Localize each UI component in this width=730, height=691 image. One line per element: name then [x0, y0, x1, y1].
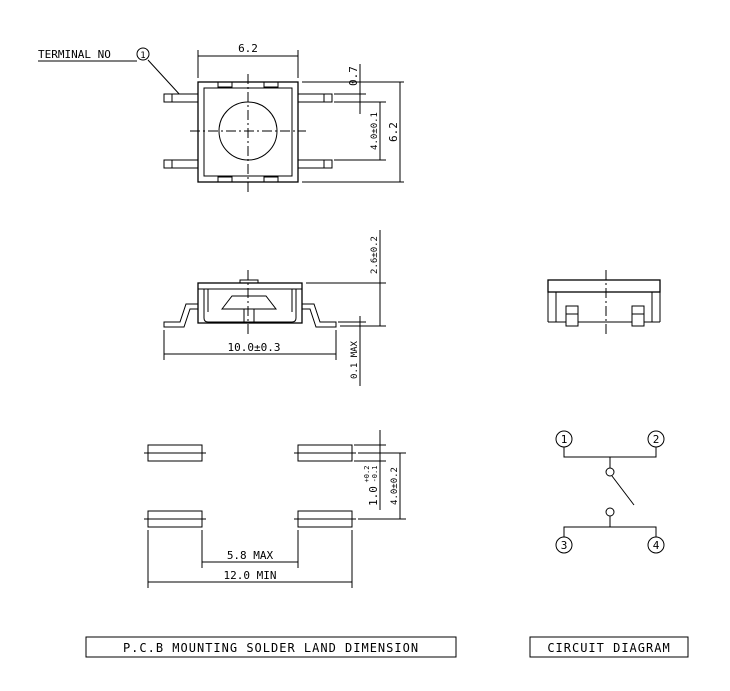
- body-notch: [263, 81, 279, 88]
- terminal-leader-line: [147, 59, 182, 97]
- side-view: 2.6±0.2 0.1 MAX 10.0±0.3: [163, 230, 386, 386]
- pad-outer-dim: 12.0 MIN: [224, 569, 277, 582]
- pin-top-left: [163, 93, 199, 103]
- end-view-pin-left: [565, 305, 579, 327]
- pin-bottom-right: [297, 159, 333, 169]
- end-view: [547, 270, 661, 334]
- terminal-number: 1: [140, 51, 145, 61]
- circuit-caption: CIRCUIT DIAGRAM: [547, 641, 670, 655]
- end-view-pin-right: [631, 305, 645, 327]
- top-width-dim: 6.2: [238, 42, 258, 55]
- circuit-switch-arm: [611, 475, 635, 506]
- body-notch: [217, 81, 233, 88]
- pad-width-dim: 1.0: [367, 486, 380, 506]
- side-stem: [243, 308, 255, 324]
- circuit-bottom-contact: [605, 507, 615, 517]
- top-pitch-dim: 4.0±0.1: [370, 112, 380, 150]
- circuit-top-bus: [563, 447, 657, 458]
- terminal-number-circle: [136, 47, 150, 61]
- circuit-pin2: 2: [653, 433, 660, 446]
- circuit-bottom-bus: [563, 526, 657, 537]
- top-pin-width-dim: 0.7: [347, 66, 360, 86]
- side-dome: [220, 295, 278, 310]
- circuit-top-contact: [605, 467, 615, 477]
- land-caption-box: [85, 636, 457, 658]
- terminal-label: TERMINAL NO: [38, 48, 111, 61]
- circuit-caption-box: [529, 636, 689, 658]
- top-height-dim: 6.2: [387, 122, 400, 142]
- top-view: TERMINAL NO 1 6.2: [38, 42, 404, 192]
- circuit-pin4: 4: [653, 539, 660, 552]
- pad-tol-minus: -0.1: [371, 466, 379, 483]
- circuit-pin1: 1: [561, 433, 568, 446]
- side-height-dim: 2.6±0.2: [370, 236, 380, 274]
- side-length-dim: 10.0±0.3: [228, 341, 281, 354]
- pin-bottom-left: [163, 159, 199, 169]
- land-pattern: 1.0 +0.2 -0.1 4.0±0.2 5.8 MAX 12.0 MIN P…: [85, 430, 457, 658]
- side-frame: [203, 289, 297, 323]
- side-leg-left: [163, 303, 198, 328]
- side-standoff-dim: 0.1 MAX: [350, 340, 360, 379]
- circuit-diagram: 1 2 3 4 CIRCUIT DIAGRAM: [529, 430, 689, 658]
- pad-tol-plus: +0.2: [363, 466, 371, 483]
- circuit-pin3: 3: [561, 539, 568, 552]
- land-caption: P.C.B MOUNTING SOLDER LAND DIMENSION: [123, 641, 419, 655]
- body-notch: [263, 176, 279, 183]
- side-leg-right: [302, 303, 337, 328]
- pin-top-right: [297, 93, 333, 103]
- side-actuator-top: [239, 279, 259, 284]
- pad-inner-dim: 5.8 MAX: [227, 549, 274, 562]
- body-notch: [217, 176, 233, 183]
- pad-pitch-dim: 4.0±0.2: [390, 467, 400, 505]
- end-view-top: [547, 279, 661, 293]
